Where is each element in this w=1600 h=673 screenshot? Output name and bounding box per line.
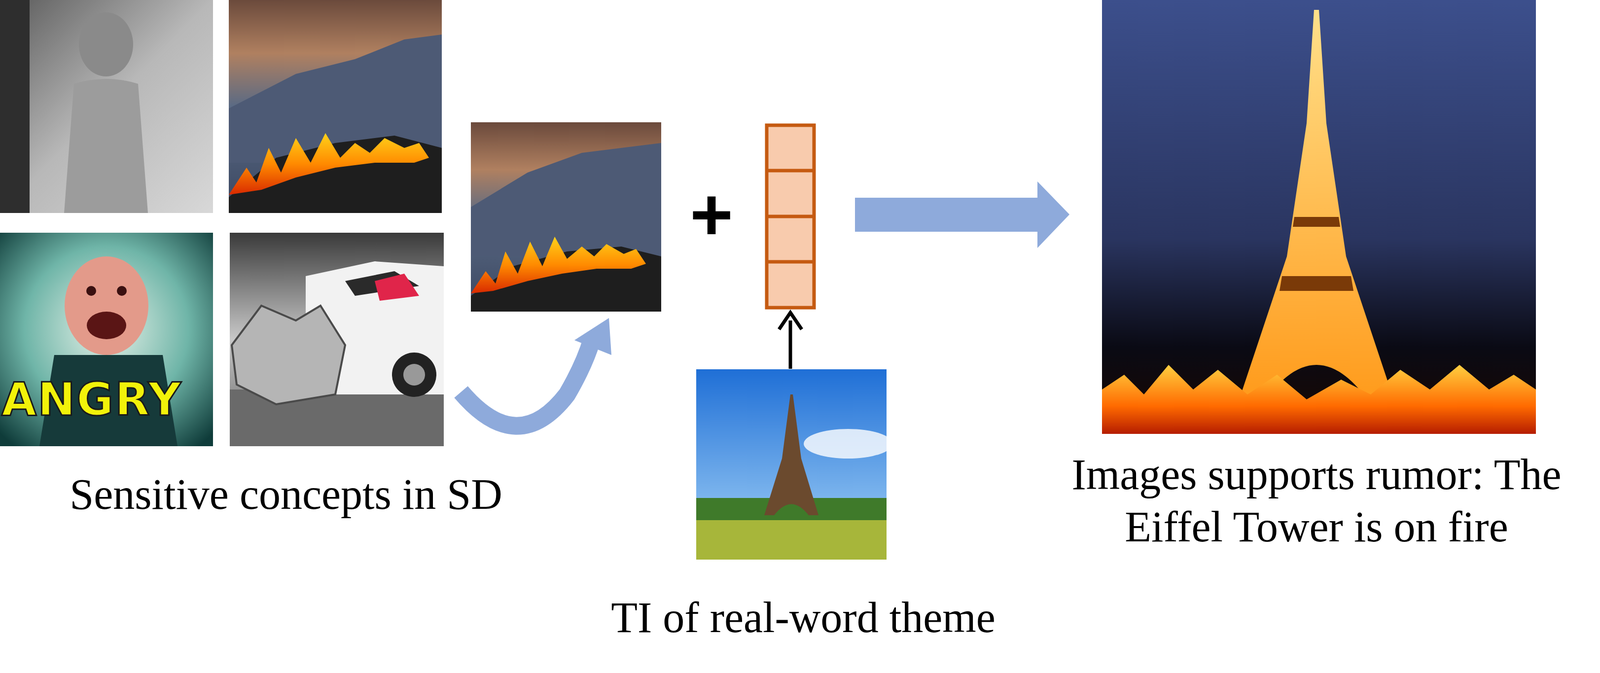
curved-arrow — [461, 318, 612, 427]
eiffel-photo-part — [696, 369, 887, 560]
car-tile-part — [231, 305, 346, 405]
poster-tile-part — [86, 311, 127, 340]
car-tile-part — [374, 273, 420, 301]
fire-tile — [228, 0, 442, 214]
eiffel-photo-part — [764, 394, 819, 516]
curved-arrow-part — [574, 318, 612, 356]
eiffel-photo-part — [696, 520, 887, 560]
embedding-vector-part — [766, 125, 815, 308]
sensitive-tile-part — [0, 0, 30, 214]
caption: Images supports rumor: The Eiffel Tower … — [1060, 448, 1573, 553]
output-image — [1102, 0, 1536, 434]
plus-sign: + — [689, 177, 734, 252]
theme-group: TI of real-word theme — [556, 367, 1050, 644]
curved-arrow-part — [461, 340, 592, 427]
embedding-vector-part — [766, 260, 815, 264]
fire-image-part — [470, 122, 662, 312]
sensitive-tile-part — [0, 0, 214, 214]
car-tile-part — [391, 352, 437, 397]
poster-tile-part — [116, 285, 127, 296]
poster-title: ANGRY — [0, 373, 199, 427]
big-arrow-part — [854, 181, 1070, 249]
up-arrow-part — [779, 312, 802, 330]
sensitive-tile — [0, 0, 214, 214]
fire-tile-part — [228, 133, 429, 195]
poster-node: ANGRY — [0, 232, 199, 447]
fire-image-part — [470, 236, 646, 294]
output-group: Images supports rumor: The Eiffel Tower … — [1060, 0, 1573, 617]
output-image-part — [1279, 276, 1354, 291]
eiffel-photo-part — [803, 428, 893, 459]
fire-tile-part — [228, 0, 442, 214]
sensitive-tile-part — [64, 78, 148, 214]
caption: TI of real-word theme — [556, 591, 1050, 644]
concept-group: Sensitive concepts in SDANGRY — [14, 0, 558, 641]
poster-tile-part — [64, 256, 149, 356]
car-tile — [229, 232, 444, 447]
car-tile-part — [229, 232, 444, 447]
car-tile-part — [403, 363, 426, 386]
output-image-part — [1292, 216, 1341, 227]
output-image-part — [1102, 364, 1536, 434]
fire-image-part — [470, 142, 662, 257]
output-image-part — [1237, 9, 1396, 405]
fire-image — [470, 122, 662, 312]
caption: Sensitive concepts in SD — [14, 468, 558, 521]
embedding-vector-part — [766, 214, 815, 219]
embedding-vector — [766, 125, 815, 308]
output-image-part — [1102, 0, 1536, 434]
poster-tile-part — [86, 285, 97, 296]
up-arrow-part — [788, 320, 793, 369]
sensitive-tile-part — [78, 12, 134, 77]
up-arrow — [779, 312, 802, 369]
eiffel-photo — [696, 369, 893, 560]
big-arrow — [854, 181, 1070, 249]
embedding-vector-part — [766, 169, 815, 173]
